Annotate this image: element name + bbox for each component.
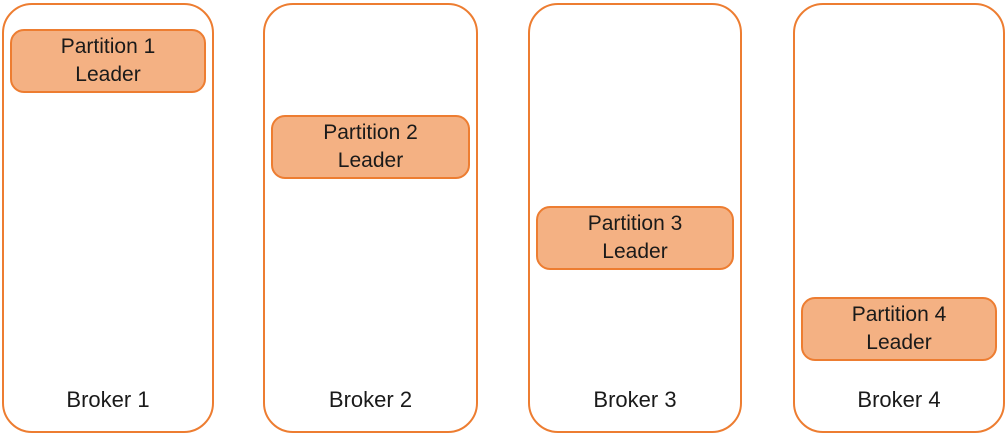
- broker-box-1: Partition 1 Leader Broker 1: [2, 3, 214, 433]
- broker-label-4: Broker 4: [857, 387, 941, 412]
- broker-box-4: Partition 4 Leader Broker 4: [793, 3, 1005, 433]
- broker-label-3: Broker 3: [593, 387, 677, 412]
- partition-leader-box-2: Partition 2 Leader: [271, 115, 470, 179]
- broker-label-1: Broker 1: [66, 387, 150, 412]
- broker-box-2: Partition 2 Leader Broker 2: [263, 3, 478, 433]
- partition-leader-box-4: Partition 4 Leader: [801, 297, 997, 361]
- broker-box-3: Partition 3 Leader Broker 3: [528, 3, 742, 433]
- partition-leader-box-3: Partition 3 Leader: [536, 206, 734, 270]
- partition-leader-box-1: Partition 1 Leader: [10, 29, 206, 93]
- broker-label-2: Broker 2: [328, 387, 413, 412]
